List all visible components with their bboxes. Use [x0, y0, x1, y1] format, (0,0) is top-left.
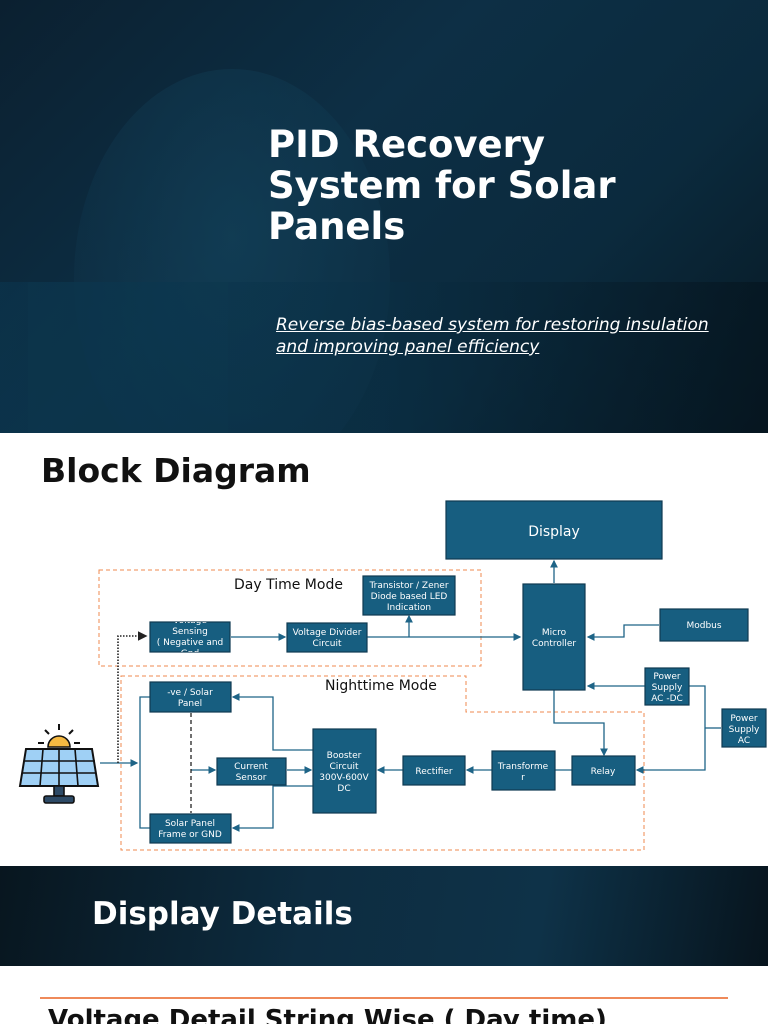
- svg-text:Supply: Supply: [729, 725, 760, 735]
- svg-text:Power: Power: [730, 714, 758, 724]
- decorative-column: [28, 282, 228, 433]
- svg-text:Circuit: Circuit: [330, 762, 359, 772]
- voltage-detail-heading: Voltage Detail String Wise ( Day time): [48, 1005, 607, 1024]
- subtitle-link[interactable]: Reverse bias-based system for restoring …: [276, 315, 709, 357]
- svg-text:Indication: Indication: [387, 603, 431, 613]
- night-mode-region: [120, 675, 645, 851]
- svg-text:Booster: Booster: [327, 751, 362, 761]
- modbus-block: Modbus: [659, 608, 749, 642]
- svg-text:( Negative and: ( Negative and: [157, 638, 224, 648]
- night-mode-label: Nighttime Mode: [325, 678, 437, 694]
- svg-text:Transistor / Zener: Transistor / Zener: [368, 581, 448, 591]
- svg-text:DC: DC: [337, 784, 350, 794]
- svg-text:Transforme: Transforme: [497, 762, 549, 772]
- transformer-block: Transforme r: [491, 750, 556, 791]
- svg-text:Voltage: Voltage: [173, 616, 207, 626]
- current-sensor-block: Current Sensor: [216, 757, 287, 786]
- svg-text:Micro: Micro: [542, 628, 567, 638]
- svg-text:300V-600V: 300V-600V: [319, 773, 369, 783]
- booster-circuit-block: Booster Circuit 300V-600V DC: [312, 728, 377, 814]
- svg-text:Rectifier: Rectifier: [415, 767, 453, 777]
- block-diagram-heading: Block Diagram: [41, 451, 311, 490]
- day-mode-region: [98, 569, 482, 667]
- micro-controller-block: Micro Controller: [522, 583, 586, 691]
- svg-text:Circuit: Circuit: [313, 639, 342, 649]
- solar-panel-with-sun-icon: [18, 724, 100, 804]
- rectifier-block: Rectifier: [402, 755, 466, 786]
- power-supply-acdc-block: Power Supply AC -DC: [644, 667, 690, 706]
- block-diagram-slide: Block Diagram Day Time Mode Nighttime Mo…: [0, 433, 768, 867]
- display-details-banner: Display Details: [0, 866, 768, 966]
- svg-text:-ve / Solar: -ve / Solar: [167, 688, 213, 698]
- day-mode-label: Day Time Mode: [234, 577, 343, 593]
- power-supply-ac-block: Power Supply AC: [721, 708, 767, 748]
- voltage-sensing-block: Voltage Sensing ( Negative and Gnd: [149, 616, 231, 659]
- display-details-heading: Display Details: [92, 896, 353, 932]
- svg-text:Relay: Relay: [591, 767, 616, 777]
- svg-text:Gnd: Gnd: [181, 649, 199, 659]
- svg-text:Diode based LED: Diode based LED: [371, 592, 448, 602]
- svg-text:Sensing: Sensing: [172, 627, 208, 637]
- svg-text:Voltage Divider: Voltage Divider: [293, 628, 362, 638]
- led-indication-block: Transistor / Zener Diode based LED Indic…: [362, 575, 456, 616]
- display-block: Display: [445, 500, 663, 560]
- section-divider: [40, 997, 728, 999]
- title-slide: PID Recovery System for Solar Panels Rev…: [0, 0, 768, 433]
- svg-text:Supply: Supply: [652, 683, 683, 693]
- svg-text:Modbus: Modbus: [686, 621, 721, 631]
- decorative-band: [0, 282, 768, 433]
- relay-block: Relay: [571, 755, 636, 786]
- voltage-divider-block: Voltage Divider Circuit: [286, 622, 368, 653]
- frame-gnd-block: Solar Panel Frame or GND: [149, 813, 232, 844]
- svg-text:AC: AC: [738, 736, 750, 746]
- svg-text:Display: Display: [528, 524, 580, 540]
- svg-text:AC -DC: AC -DC: [651, 694, 683, 704]
- main-title: PID Recovery System for Solar Panels: [268, 123, 616, 248]
- svg-text:Panel: Panel: [178, 699, 202, 709]
- svg-text:Power: Power: [653, 672, 681, 682]
- svg-text:r: r: [521, 773, 525, 783]
- svg-text:Solar Panel: Solar Panel: [165, 819, 215, 829]
- block-diagram: Day Time Mode Nighttime Mode: [18, 500, 767, 851]
- svg-text:Controller: Controller: [532, 639, 577, 649]
- svg-text:Frame or GND: Frame or GND: [158, 830, 222, 840]
- negative-solar-panel-block: -ve / Solar Panel: [149, 681, 232, 713]
- svg-text:Current: Current: [234, 762, 268, 772]
- svg-text:Sensor: Sensor: [236, 773, 267, 783]
